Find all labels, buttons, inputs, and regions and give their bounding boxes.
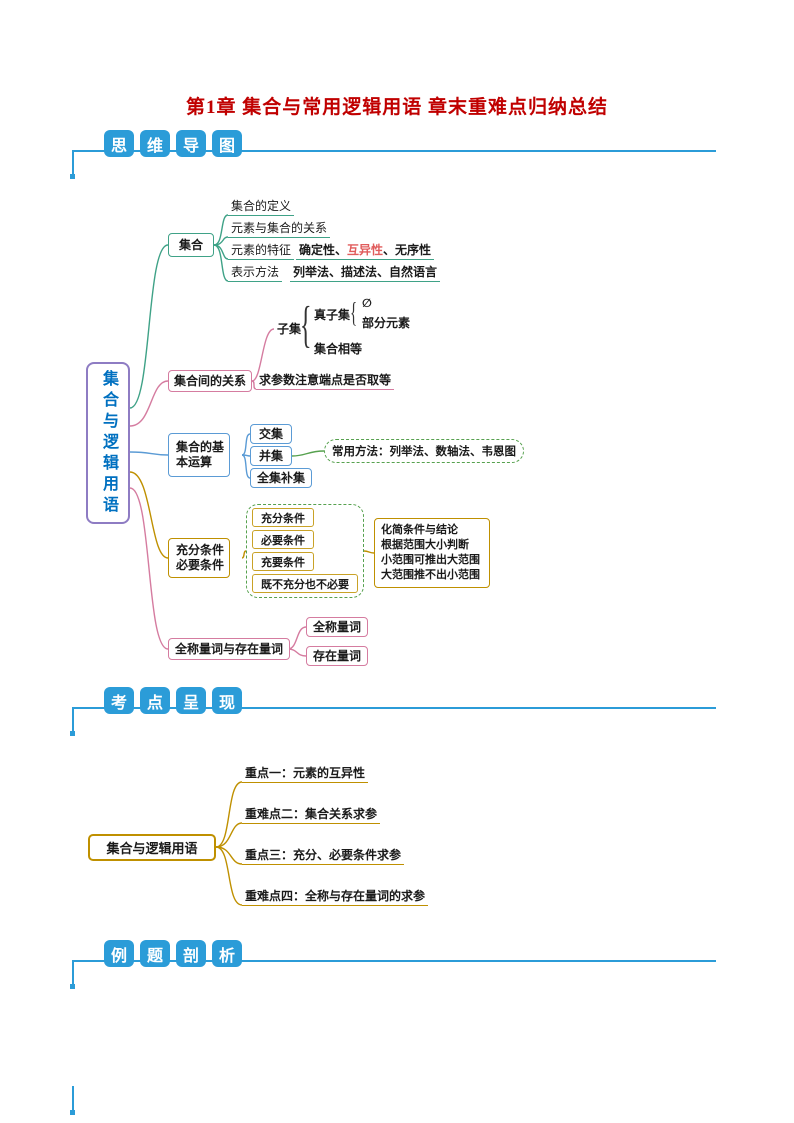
badge-char: 呈 — [176, 687, 206, 714]
complement-node: 全集补集 — [250, 468, 312, 488]
partial-elements-text: 部分元素 — [362, 316, 411, 330]
section-divider-line — [72, 707, 716, 709]
connector — [241, 454, 251, 457]
existential-quantifier-node: 存在量词 — [306, 646, 368, 666]
connector — [241, 454, 251, 479]
branch-relations-node: 集合间的关系 — [168, 370, 252, 392]
methods-note: 常用方法：列举法、数轴法、韦恩图 — [324, 439, 524, 463]
set-equal-text: 集合相等 — [314, 342, 363, 356]
branch-conditions-node: 充分条件必要条件 — [168, 538, 230, 578]
set-definition-text: 集合的定义 — [228, 199, 295, 216]
set-representation-detail: 列举法、描述法、自然语言 — [290, 265, 441, 282]
condition-item: 既不充分也不必要 — [252, 574, 358, 593]
universal-quantifier-node: 全称量词 — [306, 617, 368, 637]
badge-char: 考 — [104, 687, 134, 714]
badge-char: 现 — [212, 687, 242, 714]
section-corner-dot — [70, 984, 75, 989]
connector — [129, 451, 169, 456]
note-line: 大范围推不出小范围 — [381, 569, 480, 581]
note-line: 小范围可推出大范围 — [381, 554, 480, 566]
connector — [363, 550, 375, 554]
connector — [215, 781, 243, 848]
badge-char: 例 — [104, 940, 134, 967]
badge-char: 析 — [212, 940, 242, 967]
conditions-notes-box: 化简条件与结论 根据范围大小判断 小范围可推出大范围 大范围推不出小范围 — [374, 518, 490, 588]
section-corner-dot — [70, 731, 75, 736]
section-corner-line — [72, 1086, 74, 1112]
connector — [215, 846, 243, 906]
exam-point-item: 重难点四：全称与存在量词的求参 — [242, 889, 429, 906]
connector — [241, 433, 251, 456]
badge-char: 导 — [176, 130, 206, 157]
section-corner-line — [72, 960, 74, 986]
connector — [291, 450, 325, 457]
connector — [129, 380, 169, 427]
connector — [213, 244, 229, 260]
features-highlight: 互异性 — [347, 243, 384, 257]
note-line: 化简条件与结论 — [381, 524, 458, 536]
branch-operations-node: 集合的基本运算 — [168, 433, 230, 477]
connector — [213, 236, 229, 246]
condition-item: 必要条件 — [252, 530, 314, 549]
subset-label: 子集 — [277, 322, 302, 336]
connector — [215, 822, 243, 848]
connector — [129, 244, 169, 409]
exam-point-item: 重难点二：集合关系求参 — [242, 807, 381, 824]
condition-item: 充分条件 — [252, 508, 314, 527]
intersection-node: 交集 — [250, 424, 292, 444]
branch-quantifiers-node: 全称量词与存在量词 — [168, 638, 290, 660]
section-mindmap-header: 思 维 导 图 — [104, 130, 242, 157]
connector — [287, 648, 307, 657]
page-title: 第1章 集合与常用逻辑用语 章末重难点归纳总结 — [185, 97, 608, 118]
badge-char: 剖 — [176, 940, 206, 967]
mindmap2-root-node: 集合与逻辑用语 — [88, 834, 216, 861]
exam-point-item: 重点三：充分、必要条件求参 — [242, 848, 405, 865]
section-examples-header: 例 题 剖 析 — [104, 940, 242, 967]
badge-char: 思 — [104, 130, 134, 157]
empty-set-symbol: ∅ — [362, 298, 372, 310]
exam-point-item: 重点一：元素的互异性 — [242, 766, 369, 783]
union-node: 并集 — [250, 446, 292, 466]
section-corner-dot — [70, 174, 75, 179]
param-note-text: 求参数注意端点是否取等 — [256, 373, 395, 390]
condition-item: 充要条件 — [252, 552, 314, 571]
connector — [215, 846, 243, 865]
note-line: 根据范围大小判断 — [381, 539, 469, 551]
section-divider-line — [72, 960, 716, 962]
set-representation-label: 表示方法 — [228, 265, 283, 282]
subset-inner-brace: { — [350, 299, 358, 330]
connector — [287, 626, 307, 650]
set-element-relation-text: 元素与集合的关系 — [228, 221, 331, 238]
proper-subset-label: 真子集 — [314, 308, 351, 322]
subset-brace: { — [300, 299, 312, 354]
badge-char: 题 — [140, 940, 170, 967]
set-features-label: 元素的特征 — [228, 243, 295, 260]
section-exam-points-header: 考 点 呈 现 — [104, 687, 242, 714]
badge-char: 点 — [140, 687, 170, 714]
section-divider-line — [72, 150, 716, 152]
section-corner-line — [72, 150, 74, 176]
connector — [213, 244, 229, 282]
badge-char: 维 — [140, 130, 170, 157]
badge-char: 图 — [212, 130, 242, 157]
features-post: 、无序性 — [383, 243, 432, 257]
connector — [129, 471, 169, 559]
features-pre: 确定性、 — [299, 243, 348, 257]
section-corner-line — [72, 707, 74, 733]
set-features-detail: 确定性、互异性、无序性 — [296, 243, 435, 260]
connector — [213, 214, 229, 246]
mindmap-root-node: 集合与逻辑用语 — [86, 362, 130, 524]
connector — [129, 487, 169, 650]
conditions-container — [246, 504, 364, 598]
section-corner-dot — [70, 1110, 75, 1115]
branch-set-node: 集合 — [168, 233, 214, 257]
